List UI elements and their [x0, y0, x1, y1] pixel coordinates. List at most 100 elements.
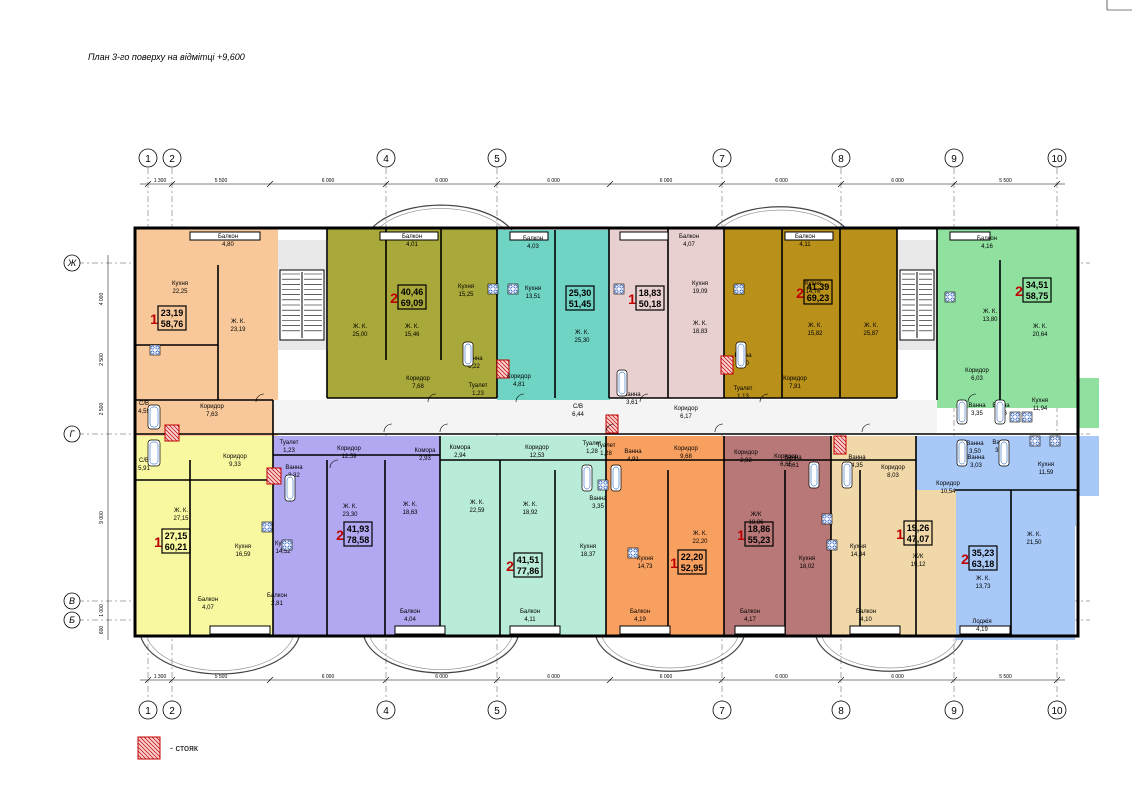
apartment-total-area: 51,45: [569, 299, 592, 309]
apartment-total-area: 55,23: [748, 535, 771, 545]
dimension-tick: [606, 180, 614, 188]
riser-stoyak: [833, 435, 847, 455]
room-name: Ж. К.: [174, 508, 188, 514]
room-name: Коридор: [406, 376, 430, 382]
stove-icon: [613, 283, 625, 295]
dimension-value: 2 500: [99, 353, 105, 366]
room-label: Ж/К19,12: [910, 554, 926, 568]
door-swing: [383, 423, 393, 433]
stove-icon: [261, 521, 273, 533]
door-swing: [714, 423, 724, 433]
apartment-total-area: 58,75: [1026, 291, 1049, 301]
apartment-summary-box: [968, 545, 998, 571]
apartment-room-count: 1: [154, 534, 162, 550]
balcony-slab: [394, 625, 446, 635]
room-name: Ванна: [967, 455, 985, 461]
dimension-value: 5 500: [999, 178, 1012, 184]
bathtub-icon: [581, 464, 593, 492]
room-area: 4,81: [513, 382, 525, 388]
room-label: Коридор 4,81: [507, 374, 531, 388]
bay-window-arc: [600, 629, 740, 669]
axis-label-top: 2: [169, 154, 175, 165]
riser-hatch: [274, 467, 282, 475]
door-swing: [329, 459, 339, 469]
apartment-total-area: 58,76: [161, 319, 184, 329]
bay-window-arc: [145, 629, 295, 671]
apartment-living-area: 25,30: [569, 288, 592, 298]
stove-icon: [944, 291, 956, 303]
dimension-value: 600: [99, 626, 105, 635]
dimension-value: 4 000: [99, 293, 105, 306]
room-area: 27,15: [173, 516, 189, 522]
riser-hatch: [164, 424, 180, 440]
room-label: Ж. К.23,30: [342, 504, 358, 518]
balcony-slab: [959, 625, 1011, 635]
dimension-value: 6 000: [891, 178, 904, 184]
room-name: Коридор: [507, 374, 531, 380]
riser-hatch: [155, 736, 161, 742]
apartment-room-count: 2: [336, 527, 344, 543]
riser-hatch: [726, 355, 734, 363]
apartment-summary-box: [397, 284, 427, 310]
bathtub-icon: [994, 399, 1006, 425]
dimension-value: 6 000: [660, 178, 673, 184]
apartment-total-area: 69,09: [401, 298, 424, 308]
dimension-value: 2 500: [99, 403, 105, 416]
bay-window-arc: [814, 629, 966, 672]
dimension-tick: [837, 676, 845, 684]
room-area: 18,37: [580, 552, 596, 558]
room-name: Коридор: [200, 404, 224, 410]
room-area: 16,59: [235, 552, 251, 558]
riser-hatch: [605, 420, 619, 434]
balcony-slab: [189, 231, 261, 241]
riser-box: [137, 736, 161, 760]
apartment-living-area: 18,83: [639, 288, 662, 298]
room-name: Коридор: [734, 450, 758, 456]
room-name: Кухня: [637, 556, 653, 562]
axis-label-left: В: [69, 596, 75, 606]
axis-label-bottom: 1: [145, 706, 151, 717]
bay-window-arc: [139, 629, 301, 675]
apartment-fill: [327, 228, 497, 398]
room-name: Ванна: [623, 392, 641, 398]
room-area: 25,87: [863, 331, 879, 337]
axis-bubble-bottom: [712, 700, 732, 720]
room-area: 7,63: [206, 412, 218, 418]
apartment-total-area: 52,95: [681, 563, 704, 573]
apartment-room-count: 1: [737, 527, 745, 543]
room-name: Комора: [450, 445, 472, 451]
room-area: 15,25: [458, 292, 474, 298]
axis-label-bottom: 5: [494, 706, 500, 717]
dimension-tick: [606, 676, 614, 684]
dimension-value: 1 300: [154, 178, 167, 184]
axis-label-top: 4: [383, 154, 389, 165]
door-swing: [515, 393, 525, 403]
room-area: 25,00: [352, 332, 368, 338]
legend-label: - стояк: [170, 743, 198, 753]
bathtub-icon: [998, 439, 1010, 467]
riser-hatch: [139, 736, 161, 758]
stove-icon: [1021, 411, 1033, 423]
riser-hatch: [833, 449, 839, 455]
room-label: Ж. К.18,83: [692, 321, 708, 335]
room-area: 3,22: [468, 364, 480, 370]
